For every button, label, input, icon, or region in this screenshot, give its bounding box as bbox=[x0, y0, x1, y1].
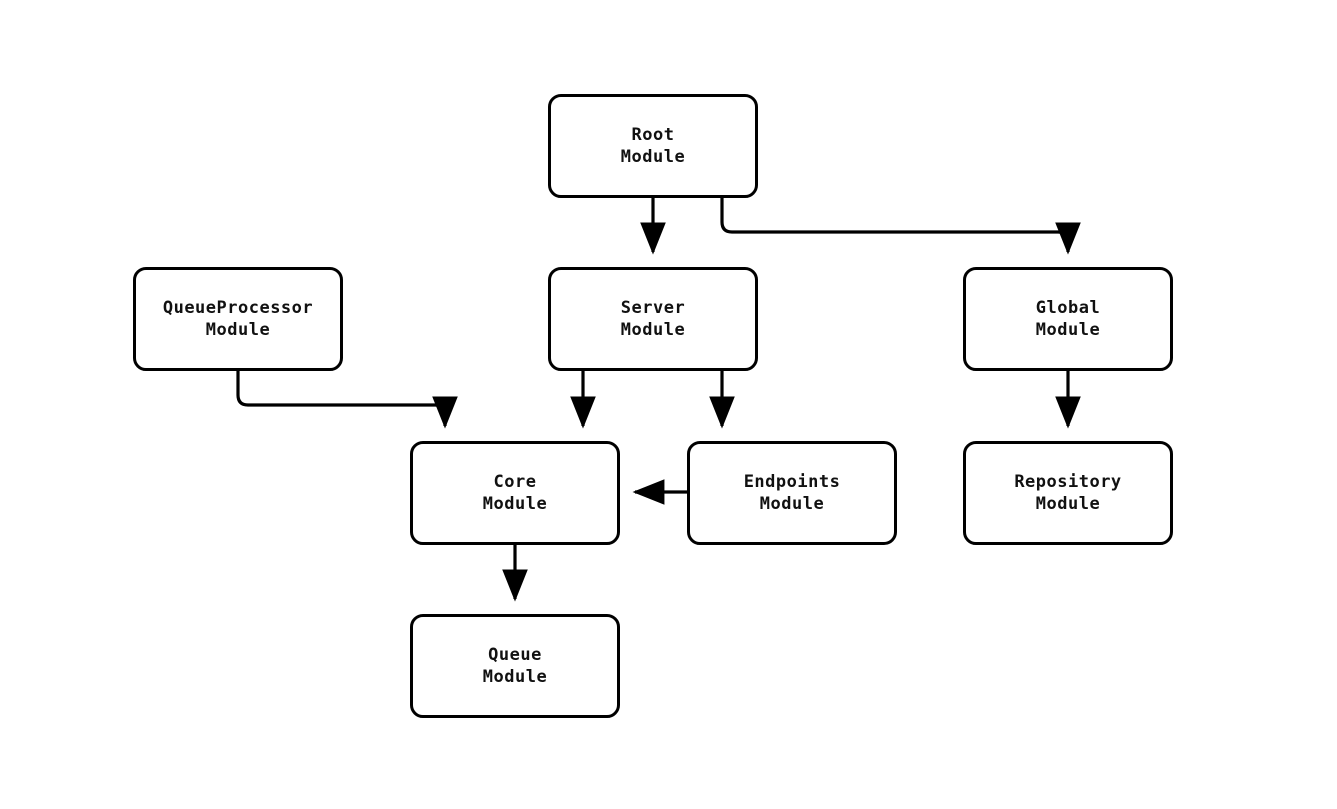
node-queueprocessor-module[interactable]: QueueProcessor Module bbox=[133, 267, 343, 371]
edge-queueprocessor-core bbox=[236, 371, 458, 429]
node-queueprocessor-module-kind: Module bbox=[205, 320, 271, 340]
node-endpoints-module[interactable]: Endpoints Module bbox=[687, 441, 897, 545]
node-repository-module-name: Repository bbox=[1014, 472, 1122, 492]
node-core-module[interactable]: Core Module bbox=[410, 441, 620, 545]
node-endpoints-module-name: Endpoints bbox=[743, 472, 841, 492]
node-root-module[interactable]: Root Module bbox=[548, 94, 758, 198]
edge-root-global bbox=[720, 198, 1081, 255]
node-queue-module-kind: Module bbox=[482, 667, 548, 687]
node-core-module-name: Core bbox=[493, 472, 537, 492]
node-repository-module[interactable]: Repository Module bbox=[963, 441, 1173, 545]
node-queue-module[interactable]: Queue Module bbox=[410, 614, 620, 718]
node-endpoints-module-kind: Module bbox=[759, 494, 825, 514]
node-queueprocessor-module-name: QueueProcessor bbox=[162, 298, 314, 318]
node-server-module-name: Server bbox=[620, 298, 686, 318]
node-global-module-kind: Module bbox=[1035, 320, 1101, 340]
node-repository-module-kind: Module bbox=[1035, 494, 1101, 514]
node-queue-module-name: Queue bbox=[488, 645, 542, 665]
node-root-module-name: Root bbox=[631, 125, 675, 145]
node-server-module-kind: Module bbox=[620, 320, 686, 340]
node-global-module-name: Global bbox=[1035, 298, 1101, 318]
node-global-module[interactable]: Global Module bbox=[963, 267, 1173, 371]
node-core-module-kind: Module bbox=[482, 494, 548, 514]
node-root-module-kind: Module bbox=[620, 147, 686, 167]
node-server-module[interactable]: Server Module bbox=[548, 267, 758, 371]
